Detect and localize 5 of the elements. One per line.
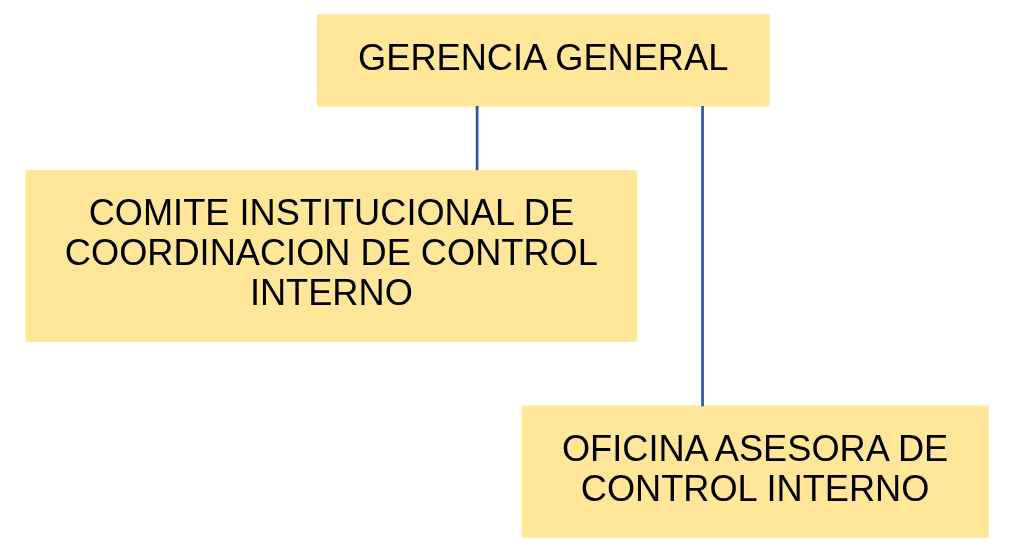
node-box: GERENCIA GENERAL [316, 14, 770, 107]
node-box: OFICINA ASESORA DE CONTROL INTERNO [521, 405, 989, 538]
connector [475, 105, 478, 171]
node-box: COMITE INSTITUCIONAL DE COORDINACION DE CONTROL INTERNO [24, 170, 637, 343]
connector [700, 106, 704, 407]
